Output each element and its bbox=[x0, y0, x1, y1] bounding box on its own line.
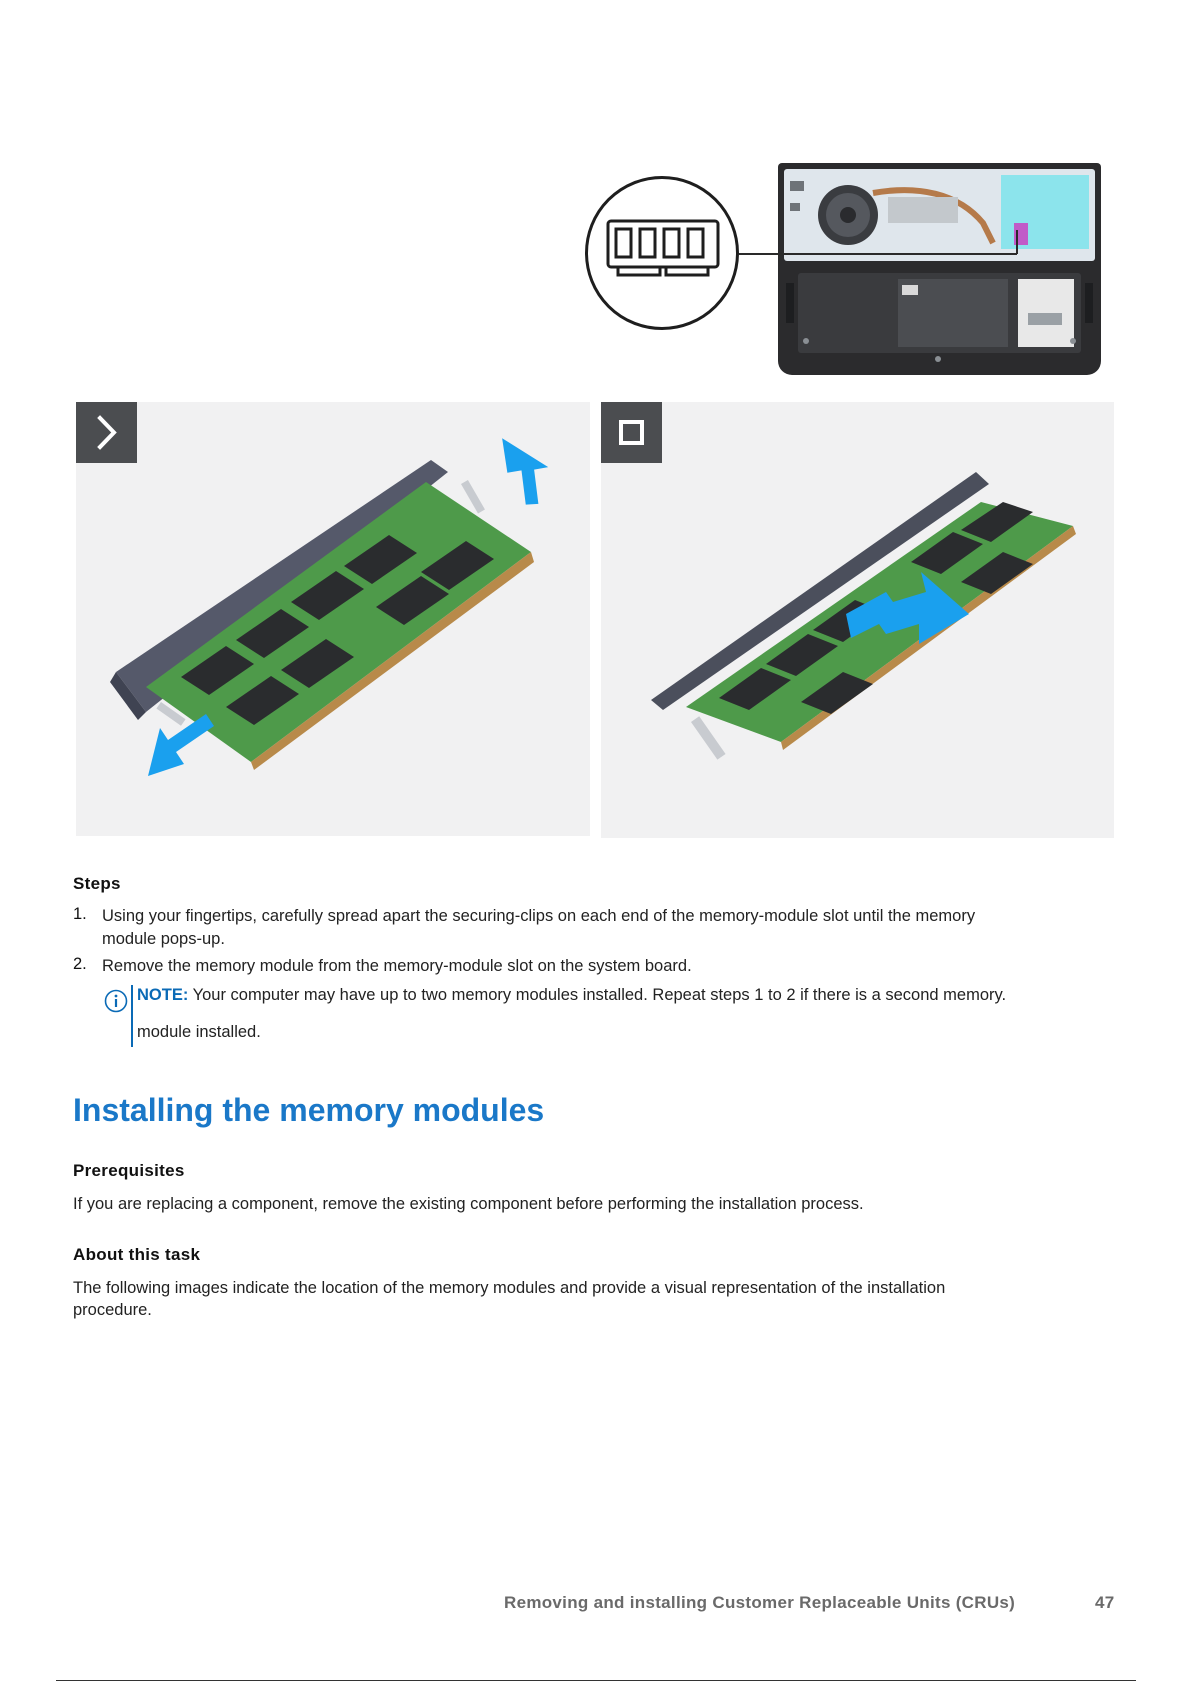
prerequisites-heading: Prerequisites bbox=[73, 1161, 185, 1180]
step-badge-continue bbox=[76, 402, 137, 463]
chevron-right-icon bbox=[97, 415, 117, 450]
callout-leader-line-vertical bbox=[1016, 230, 1018, 254]
footer-rule bbox=[56, 1680, 1136, 1681]
note-text-continued: module installed. bbox=[137, 1023, 261, 1041]
laptop-base-image bbox=[778, 163, 1101, 375]
callout-leader-line bbox=[739, 253, 1017, 255]
prerequisites-text: If you are replacing a component, remove… bbox=[73, 1195, 864, 1213]
remove-module-illustration bbox=[651, 472, 1076, 760]
info-icon bbox=[104, 989, 128, 1013]
removal-step-panel-2 bbox=[601, 402, 1114, 838]
step-badge-stop bbox=[601, 402, 662, 463]
about-task-heading: About this task bbox=[73, 1245, 201, 1264]
note-body: Your computer may have up to two memory … bbox=[188, 986, 1007, 1004]
removal-step-panel-1 bbox=[76, 402, 590, 836]
step-text: Remove the memory module from the memory… bbox=[102, 957, 692, 975]
note-text: NOTE: Your computer may have up to two m… bbox=[137, 984, 1006, 1007]
spread-clips-illustration bbox=[110, 438, 549, 776]
step-text-continued: module pops-up. bbox=[102, 930, 225, 948]
step-number: 1. bbox=[73, 905, 87, 923]
square-stop-icon bbox=[619, 420, 644, 445]
about-task-text: The following images indicate the locati… bbox=[73, 1279, 946, 1297]
page-number: 47 bbox=[1095, 1593, 1115, 1612]
steps-heading: Steps bbox=[73, 874, 121, 893]
memory-module-icon bbox=[606, 219, 720, 277]
about-task-text-continued: procedure. bbox=[73, 1301, 152, 1319]
footer-chapter-title: Removing and installing Customer Replace… bbox=[504, 1593, 1016, 1612]
laptop-internals-drawing bbox=[784, 169, 1095, 362]
note-bar bbox=[131, 985, 133, 1047]
section-title: Installing the memory modules bbox=[73, 1092, 545, 1128]
note-label: NOTE: bbox=[137, 986, 189, 1004]
step-text: Using your fingertips, carefully spread … bbox=[102, 907, 976, 925]
step-number: 2. bbox=[73, 955, 87, 973]
memory-callout bbox=[585, 176, 739, 330]
